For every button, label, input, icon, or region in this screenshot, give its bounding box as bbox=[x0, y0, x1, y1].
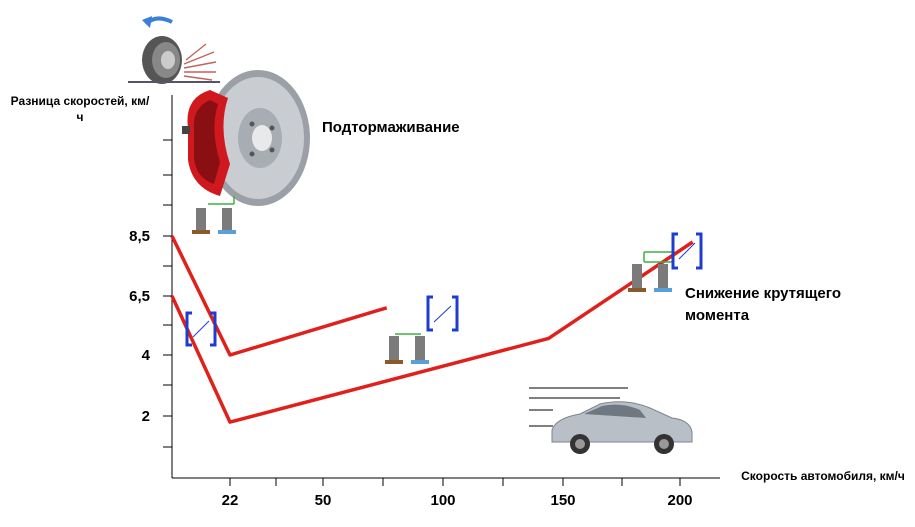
valve-icon bbox=[628, 251, 672, 292]
annotation-brake: Подтормаживание bbox=[322, 119, 460, 136]
x-axis-label: Скорость автомобиля, км/ч bbox=[741, 469, 905, 483]
car-icon bbox=[551, 401, 693, 454]
y-tick-label: 2 bbox=[142, 408, 150, 425]
x-tick-label: 50 bbox=[315, 492, 332, 509]
y-tick-label: 8,5 bbox=[129, 228, 150, 245]
axes bbox=[171, 95, 720, 479]
clutch-icon bbox=[426, 295, 459, 332]
x-tick-label: 100 bbox=[430, 492, 455, 509]
annotation-torque: Снижение крутящего момента bbox=[685, 283, 841, 327]
y-tick-label: 4 bbox=[142, 347, 151, 364]
series-lines bbox=[170, 235, 694, 424]
clutch-icon bbox=[185, 311, 217, 347]
y-tick-marks bbox=[163, 139, 172, 448]
speed-lines bbox=[529, 387, 628, 427]
annotation-torque-line1: Снижение крутящего bbox=[685, 285, 841, 302]
y-tick-labels: 2 4 6,5 8,5 bbox=[129, 228, 151, 425]
brake-disc-icon bbox=[182, 70, 310, 206]
x-tick-label: 200 bbox=[667, 492, 692, 509]
x-tick-label: 150 bbox=[550, 492, 575, 509]
y-tick-label: 6,5 bbox=[129, 288, 150, 305]
valve-icon bbox=[385, 333, 429, 364]
x-tick-marks bbox=[229, 478, 681, 486]
series-line-lower bbox=[170, 240, 694, 424]
annotation-torque-line2: момента bbox=[685, 307, 750, 324]
valve-icon bbox=[192, 196, 236, 234]
x-tick-labels: 22 50 100 150 200 bbox=[222, 492, 693, 509]
clutch-icon bbox=[671, 232, 703, 270]
y-axis-label: Разница скоростей, км/ч bbox=[10, 94, 150, 124]
series-line-upper bbox=[170, 235, 388, 357]
tire-slip-icon bbox=[128, 16, 220, 84]
x-tick-label: 22 bbox=[222, 492, 239, 509]
